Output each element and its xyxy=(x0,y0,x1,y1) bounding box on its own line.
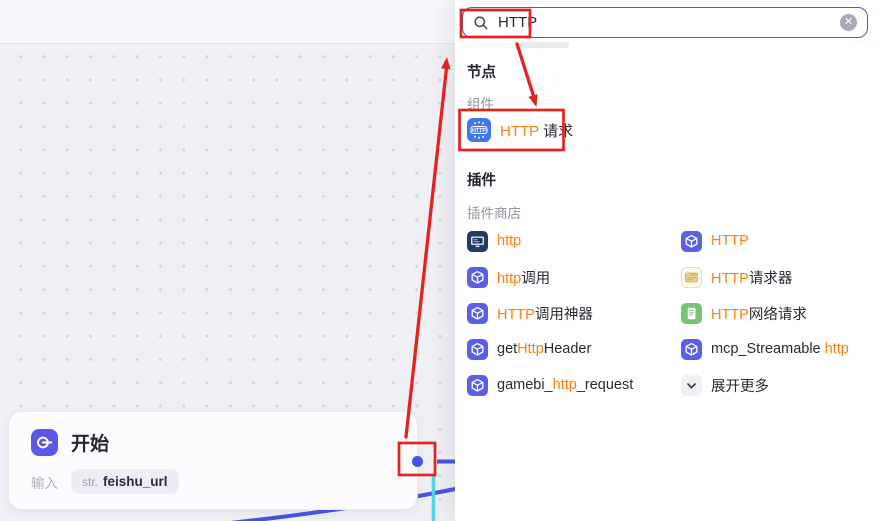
result-label-segment: HTTP xyxy=(711,306,749,323)
result-label: getHttpHeader xyxy=(497,341,591,357)
result-label-segment: get xyxy=(497,341,518,357)
result-label-segment: http xyxy=(552,377,577,393)
result-label: HTTP请求器 xyxy=(711,267,792,288)
result-label-segment: 网络请求 xyxy=(748,306,807,323)
terminal-icon xyxy=(467,230,488,252)
section-components: 组件 xyxy=(467,97,494,112)
result-label: HTTP xyxy=(711,233,749,249)
result-label-segment: Header xyxy=(543,341,592,357)
result-label-segment: 请求 xyxy=(538,122,574,140)
cube-icon xyxy=(681,230,702,252)
start-icon xyxy=(31,429,58,456)
result-label-segment: gamebi_ xyxy=(497,377,553,393)
result-label-segment: HTTP xyxy=(497,306,535,323)
input-label: 输入 xyxy=(31,475,58,491)
result-label: mcp_Streamable http xyxy=(711,341,849,357)
result-label: HTTP 请求 xyxy=(500,120,573,141)
plugin-item[interactable]: HTTP请求器 xyxy=(681,259,879,295)
svg-text:HTTP: HTTP xyxy=(472,128,486,134)
result-label: http xyxy=(497,233,521,249)
canvas-divider xyxy=(0,43,889,44)
result-label-segment: Http xyxy=(517,341,544,357)
param-type: str. xyxy=(82,475,99,489)
result-label-segment: 调用神器 xyxy=(534,306,593,323)
cube-icon xyxy=(681,338,702,360)
result-label-segment: _request xyxy=(576,377,634,393)
result-label-segment: 调用 xyxy=(521,270,551,287)
search-query-text: HTTP xyxy=(498,14,538,31)
plugin-item[interactable]: mcp_Streamable http xyxy=(681,331,879,367)
cube-icon xyxy=(467,302,488,324)
result-label-segment: HTTP xyxy=(711,233,749,249)
chevron-down-icon xyxy=(681,374,702,396)
start-node-title: 开始 xyxy=(71,434,110,455)
http-request-icon: HTTP xyxy=(467,118,491,142)
plugin-item[interactable]: gamebi_http_request xyxy=(467,367,681,403)
param-name: feishu_url xyxy=(103,474,168,489)
start-node[interactable]: 开始 输入 str. feishu_url xyxy=(8,411,418,510)
result-label: gamebi_http_request xyxy=(497,377,633,393)
plugin-item[interactable]: http调用 xyxy=(467,259,681,295)
plugin-item[interactable]: HTTP网络请求 xyxy=(681,295,879,331)
cube-icon xyxy=(467,266,488,288)
plugin-item[interactable]: http xyxy=(467,223,681,259)
browser-icon xyxy=(681,266,702,288)
output-port[interactable] xyxy=(412,456,423,467)
result-label: http调用 xyxy=(497,267,550,288)
result-label: 展开更多 xyxy=(711,375,769,396)
expand-more-button[interactable]: 展开更多 xyxy=(681,367,879,403)
result-label-segment: HTTP xyxy=(500,122,539,140)
plugin-item[interactable]: HTTP调用神器 xyxy=(467,295,681,331)
cube-icon xyxy=(467,338,488,360)
result-label-segment: 请求器 xyxy=(748,270,793,287)
result-label-segment: http xyxy=(497,233,522,249)
doc-green-icon xyxy=(681,302,702,324)
input-param-pill: str. feishu_url xyxy=(71,469,179,494)
scrollbar-thumb[interactable] xyxy=(519,42,569,48)
plugin-item[interactable]: HTTP xyxy=(681,223,879,259)
result-label-segment: http xyxy=(497,270,522,287)
search-input[interactable]: HTTP ✕ xyxy=(462,7,868,38)
result-label-segment: http xyxy=(824,341,849,357)
result-label-segment: 展开更多 xyxy=(711,378,769,395)
plugin-item[interactable]: getHttpHeader xyxy=(467,331,681,367)
section-nodes: 节点 xyxy=(467,65,496,81)
circle-x-icon[interactable]: ✕ xyxy=(840,14,857,31)
result-label: HTTP网络请求 xyxy=(711,303,807,324)
cube-icon xyxy=(467,374,488,396)
result-label: HTTP调用神器 xyxy=(497,303,593,324)
result-label-segment: HTTP xyxy=(711,270,749,287)
result-label-segment: mcp_Streamable xyxy=(711,341,825,357)
search-icon xyxy=(473,15,489,31)
section-plugins: 插件 xyxy=(467,173,496,189)
section-plugin-store: 插件商店 xyxy=(467,206,521,221)
